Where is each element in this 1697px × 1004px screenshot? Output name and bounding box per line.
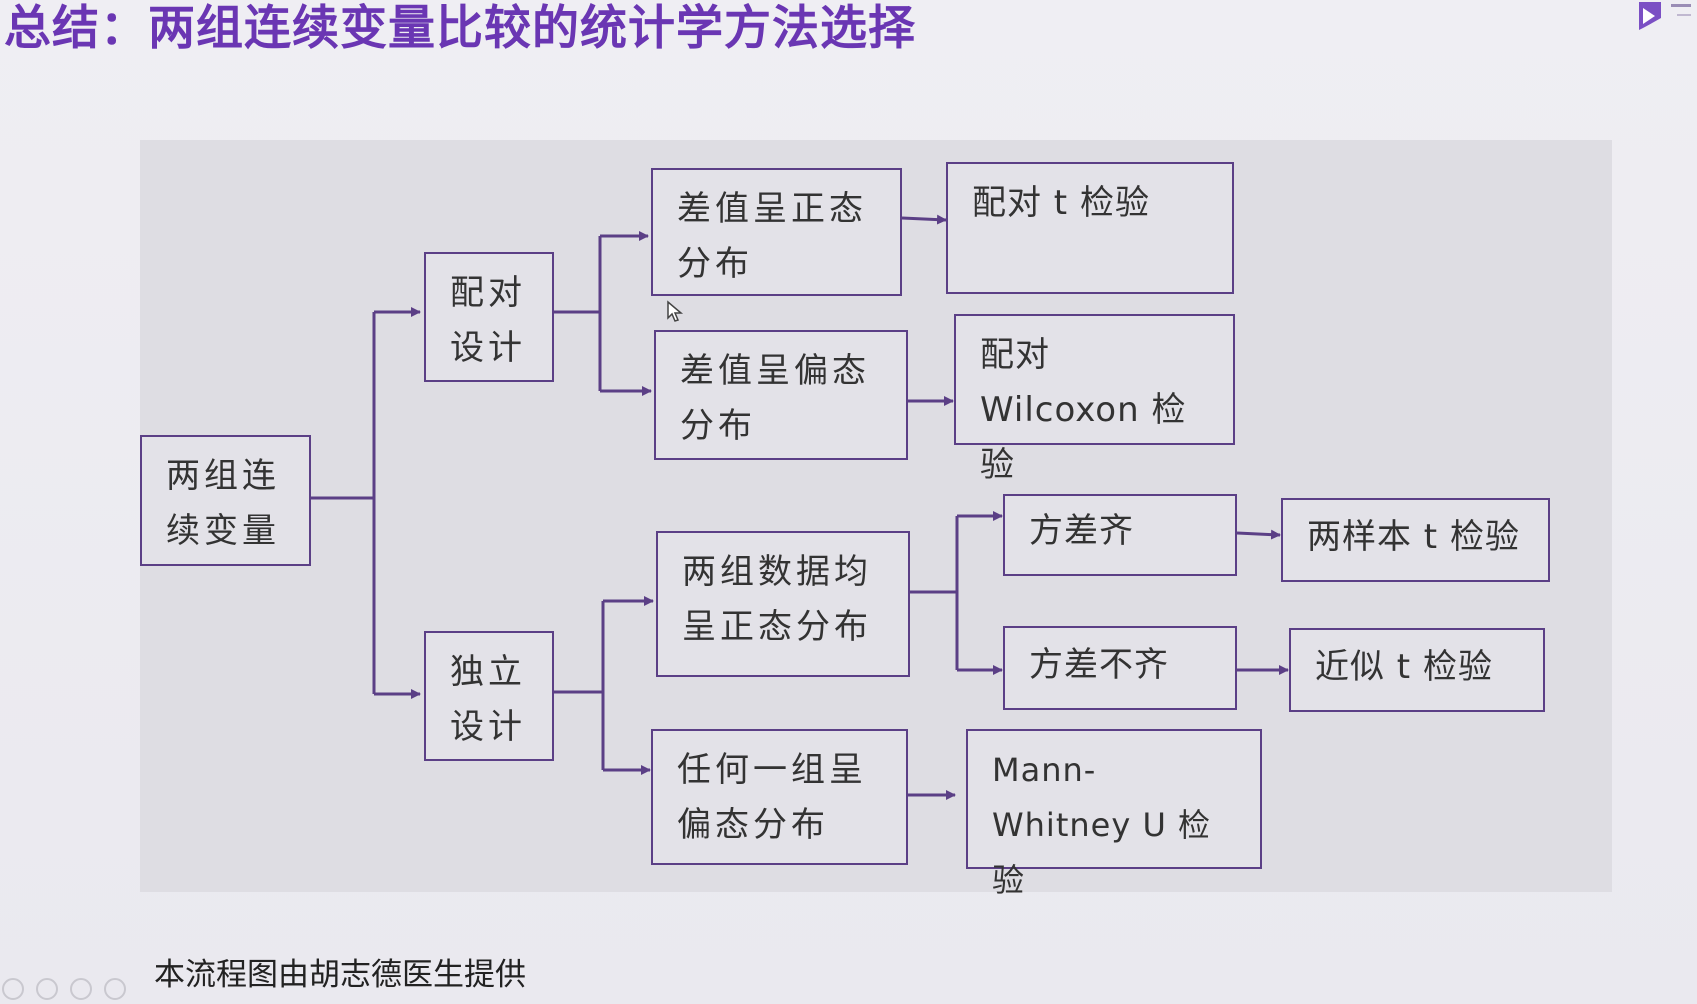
connector-to-paired-t — [901, 214, 947, 225]
node-any-skewed: 任何一组呈偏态分布 — [651, 729, 908, 865]
node-root: 两组连续变量 — [140, 435, 311, 566]
node-paired-design: 配对设计 — [424, 252, 554, 382]
node-paired-wilcoxon-test: 配对 Wilcoxon 检验 — [954, 314, 1235, 485]
node-mann-whitney-test: Mann-Whitney U 检验 — [966, 729, 1262, 899]
pen-tool-icon[interactable] — [2, 978, 24, 1000]
brand-logo-icon — [1639, 2, 1691, 30]
mouse-cursor-icon — [667, 300, 684, 322]
presentation-toolbar — [0, 978, 150, 1004]
slides-grid-icon[interactable] — [36, 978, 58, 1000]
connector-to-two-sample-t — [1236, 529, 1281, 540]
zoom-icon[interactable] — [70, 978, 92, 1000]
node-both-normal: 两组数据均呈正态分布 — [656, 531, 910, 677]
node-paired-t-test: 配对 t 检验 — [946, 162, 1234, 294]
flowchart-credit: 本流程图由胡志德医生提供 — [154, 957, 526, 993]
node-diff-normal: 差值呈正态分布 — [651, 168, 902, 296]
node-two-sample-t-test: 两样本 t 检验 — [1281, 498, 1550, 582]
node-independent-design: 独立设计 — [424, 631, 554, 761]
node-approximate-t-test: 近似 t 检验 — [1289, 628, 1545, 712]
node-unequal-variance: 方差不齐 — [1003, 626, 1237, 710]
node-equal-variance: 方差齐 — [1003, 494, 1237, 576]
more-options-icon[interactable] — [104, 978, 126, 1000]
slide-title: 总结：两组连续变量比较的统计学方法选择 — [4, 1, 916, 56]
node-diff-skewed: 差值呈偏态分布 — [654, 330, 908, 460]
